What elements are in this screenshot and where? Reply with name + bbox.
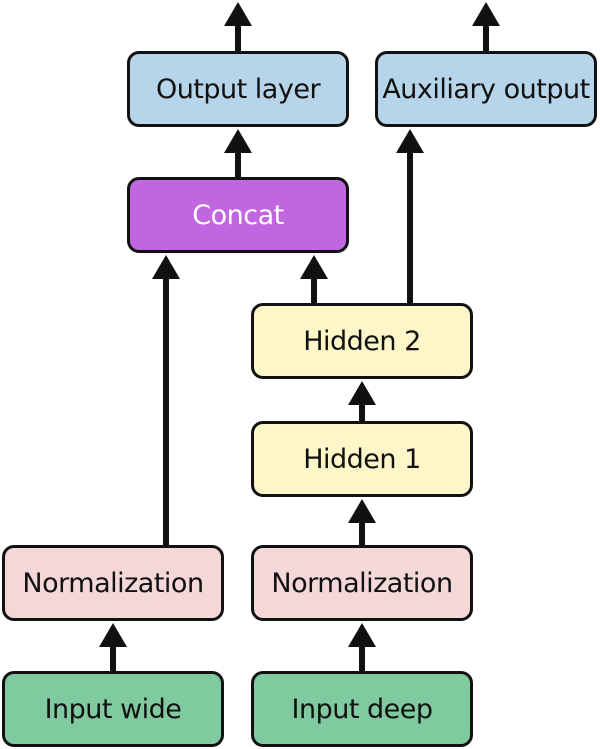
hidden-2-node: Hidden 2 xyxy=(251,303,473,379)
arrowhead-icon xyxy=(472,2,500,26)
input-wide-label: Input wide xyxy=(44,693,182,725)
input-deep-label: Input deep xyxy=(291,693,434,725)
arrowhead-icon xyxy=(224,129,252,153)
arrowhead-icon xyxy=(224,2,252,26)
concat-node: Concat xyxy=(127,177,349,253)
hidden-1-label: Hidden 1 xyxy=(303,443,421,475)
arrowhead-icon xyxy=(348,623,376,647)
input-deep-node: Input deep xyxy=(251,671,473,747)
normalization-wide-node: Normalization xyxy=(2,545,224,621)
edges xyxy=(99,2,500,671)
arrowhead-icon xyxy=(348,381,376,405)
normalization-deep-node: Normalization xyxy=(251,545,473,621)
arrowhead-icon xyxy=(152,255,180,279)
hidden-2-label: Hidden 2 xyxy=(303,325,421,357)
auxiliary-output-label: Auxiliary output xyxy=(382,73,590,105)
output-layer-label: Output layer xyxy=(155,73,321,105)
normalization-deep-label: Normalization xyxy=(271,567,453,599)
arrowhead-icon xyxy=(348,499,376,523)
normalization-wide-label: Normalization xyxy=(22,567,204,599)
input-wide-node: Input wide xyxy=(2,671,224,747)
arrowhead-icon xyxy=(396,129,424,153)
arrowhead-icon xyxy=(300,255,328,279)
concat-label: Concat xyxy=(192,199,284,231)
hidden-1-node: Hidden 1 xyxy=(251,421,473,497)
arrowhead-icon xyxy=(99,623,127,647)
output-layer-node: Output layer xyxy=(127,51,349,127)
auxiliary-output-node: Auxiliary output xyxy=(375,51,597,127)
